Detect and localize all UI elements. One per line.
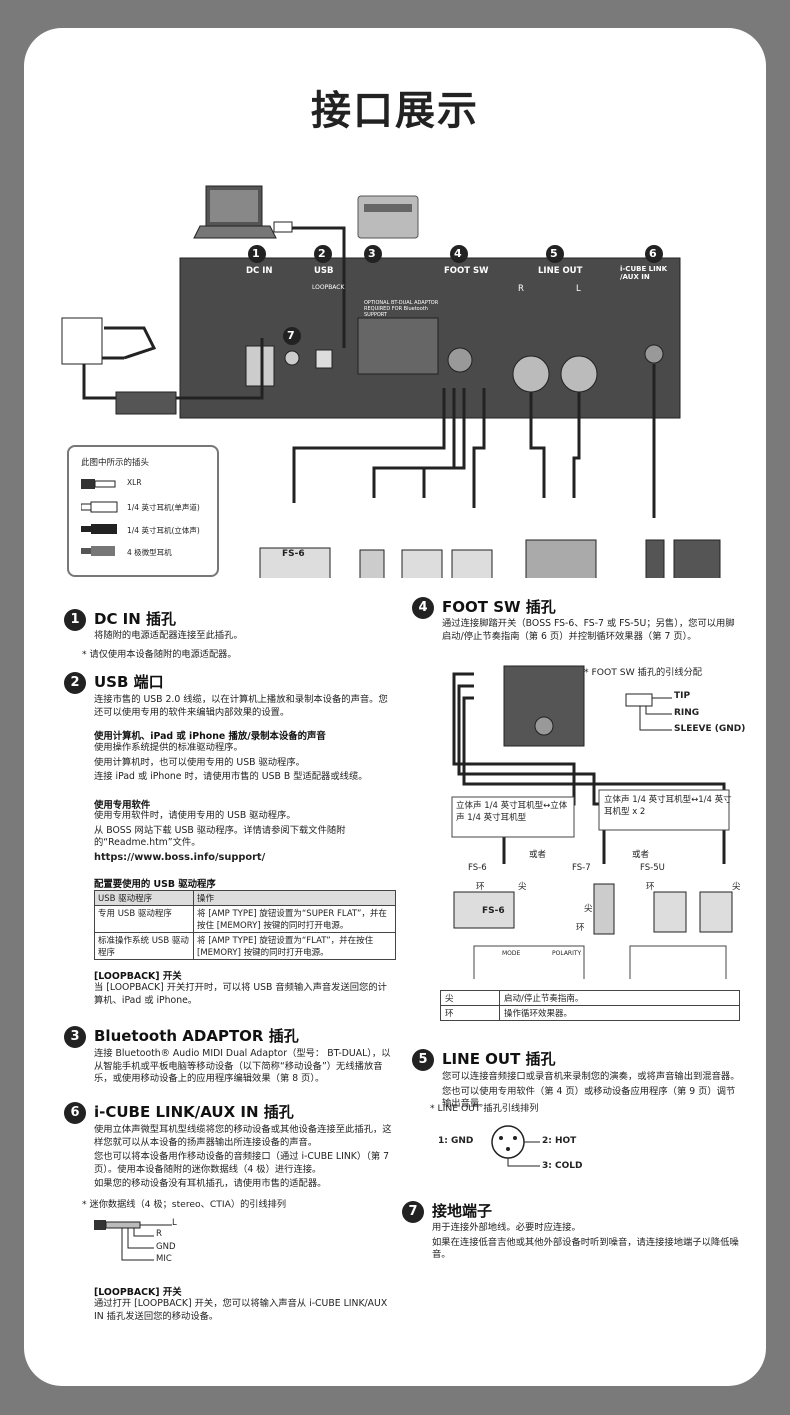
section-4-note: * FOOT SW 插孔的引线分配 xyxy=(584,667,702,678)
panel-bt-note: OPTIONAL BT-DUAL ADAPTOR REQUIRED FOR Bl… xyxy=(364,300,439,318)
page-title: 接口展示 xyxy=(311,88,479,134)
xlr-hot: 2: HOT xyxy=(542,1136,577,1146)
section-5-body: 您可以连接音频接口或录音机来录制您的演奏，或将声音输出到混音器。您也可以使用专用… xyxy=(442,1071,740,1110)
section-6-p4: 通过打开 [LOOPBACK] 开关，您可以将输入声音从 i-CUBE LINK… xyxy=(94,1298,388,1322)
device-fs6-label: FS-6 xyxy=(282,549,305,559)
section-6-note: * 迷你数据线（4 极；stereo、CTIA）的引线排列 xyxy=(82,1199,287,1210)
cable-box-1: 立体声 1/4 英寸耳机型↔立体声 1/4 英寸耳机型 xyxy=(456,801,568,823)
panel-l: L xyxy=(576,284,581,294)
support-link[interactable]: https://www.boss.info/support/ xyxy=(94,852,266,863)
section-4-body: 通过连接脚踏开关（BOSS FS-6、FS-7 或 FS-5U；另售），您可以用… xyxy=(442,618,735,642)
legend-item-xlr: XLR xyxy=(127,478,142,487)
pin-ring: RING xyxy=(674,708,700,718)
section-2-body: 连接市售的 USB 2.0 线缆，以在计算机上播放和录制本设备的声音。您还可以使… xyxy=(94,694,388,718)
panel-icube: i-CUBE LINK /AUX IN xyxy=(620,265,668,281)
section-5-note: * LINE OUT 插孔引线排列 xyxy=(430,1103,539,1114)
label-ring-2: 环 xyxy=(576,923,585,933)
section-1-body: 将随附的电源适配器连接至此插孔。 xyxy=(94,630,243,641)
xlr-gnd: 1: GND xyxy=(438,1136,474,1146)
tip-ring-table: 尖启动/停止节奏指南。 环操作循环效果器。 xyxy=(440,990,740,1021)
pin-sleeve: SLEEVE (GND) xyxy=(674,724,746,734)
label-fs7: FS-7 xyxy=(572,863,591,873)
section-2-h2: 使用专用软件 xyxy=(94,800,151,811)
legend-item-mono: 1/4 英寸耳机(单声道) xyxy=(127,503,200,512)
label-fs5u: FS-5U xyxy=(640,863,665,873)
page-card: 接口展示 xyxy=(24,28,766,1386)
cable-box-2: 立体声 1/4 英寸耳机型↔1/4 英寸耳机型 x 2 xyxy=(604,795,732,817)
section-2-p2: 使用专用软件时，请使用专用的 USB 驱动程序。从 BOSS 网站下载 USB … xyxy=(94,810,346,849)
mode-label: MODE xyxy=(502,950,521,957)
section-1-note: * 请仅使用本设备随附的电源适配器。 xyxy=(82,649,237,660)
label-tip-2: 尖 xyxy=(584,904,593,914)
section-3-body: 连接 Bluetooth® Audio MIDI Dual Adaptor（型号… xyxy=(94,1048,391,1085)
pin-gnd: GND xyxy=(156,1242,176,1252)
label-fs6: FS-6 xyxy=(468,863,487,873)
section-2-p1: 使用操作系统提供的标准驱动程序。使用计算机时，也可以使用专用的 USB 驱动程序… xyxy=(94,742,368,783)
legend-heading: 此图中所示的插头 xyxy=(81,458,150,468)
label-tip-1: 尖 xyxy=(518,882,527,892)
label-ring-3: 环 xyxy=(646,882,655,892)
label-tip-3: 尖 xyxy=(732,882,741,892)
xlr-pin-diagram xyxy=(491,1125,540,1167)
connection-diagram xyxy=(61,185,721,578)
panel-dc-in: DC IN xyxy=(246,266,273,276)
panel-usb: USB xyxy=(314,266,334,276)
panel-loopback: LOOPBACK xyxy=(312,284,345,291)
label-ring-1: 环 xyxy=(476,882,485,892)
pin-tip: TIP xyxy=(674,691,691,701)
or-2: 或者 xyxy=(632,850,650,860)
panel-r: R xyxy=(518,284,524,294)
section-6-body: 使用立体声微型耳机型线缆将您的移动设备或其他设备连接至此插孔，这样您就可以从本设… xyxy=(94,1124,392,1190)
foot-sw-diagram xyxy=(451,665,733,979)
panel-line-out: LINE OUT xyxy=(538,266,583,276)
legend-item-stereo: 1/4 英寸耳机(立体声) xyxy=(127,526,200,535)
polarity-label: POLARITY xyxy=(552,950,582,957)
section-2-h3: 配置要使用的 USB 驱动程序 xyxy=(94,879,216,890)
pin-l: L xyxy=(172,1218,177,1228)
section-6-h2: [LOOPBACK] 开关 xyxy=(94,1287,182,1298)
legend-item-mini: 4 极微型耳机 xyxy=(127,548,172,557)
usb-driver-table: USB 驱动程序操作 专用 USB 驱动程序将 [AMP TYPE] 旋钮设置为… xyxy=(94,890,396,960)
section-2-h4: [LOOPBACK] 开关 xyxy=(94,971,182,982)
pin-mic: MIC xyxy=(156,1254,172,1264)
pin-r: R xyxy=(156,1229,162,1239)
section-7-body: 用于连接外部地线。必要时应连接。如果在连接低音吉他或其他外部设备时听到噪音，请连… xyxy=(432,1222,739,1261)
section-2-h1: 使用计算机、iPad 或 iPhone 播放/录制本设备的声音 xyxy=(94,731,326,742)
mini-plug-diagram xyxy=(94,1220,172,1261)
panel-foot-sw: FOOT SW xyxy=(444,266,489,276)
xlr-cold: 3: COLD xyxy=(542,1161,583,1171)
plug-legend: 此图中所示的插头 XLR 1/4 英寸耳机(单声道) 1/4 英寸耳机(立体声)… xyxy=(67,445,219,577)
fs6-device-label: FS-6 xyxy=(482,906,505,916)
section-2-p4: 当 [LOOPBACK] 开关打开时，可以将 USB 音频输入声音发送回您的计算… xyxy=(94,982,387,1006)
or-1: 或者 xyxy=(529,850,547,860)
